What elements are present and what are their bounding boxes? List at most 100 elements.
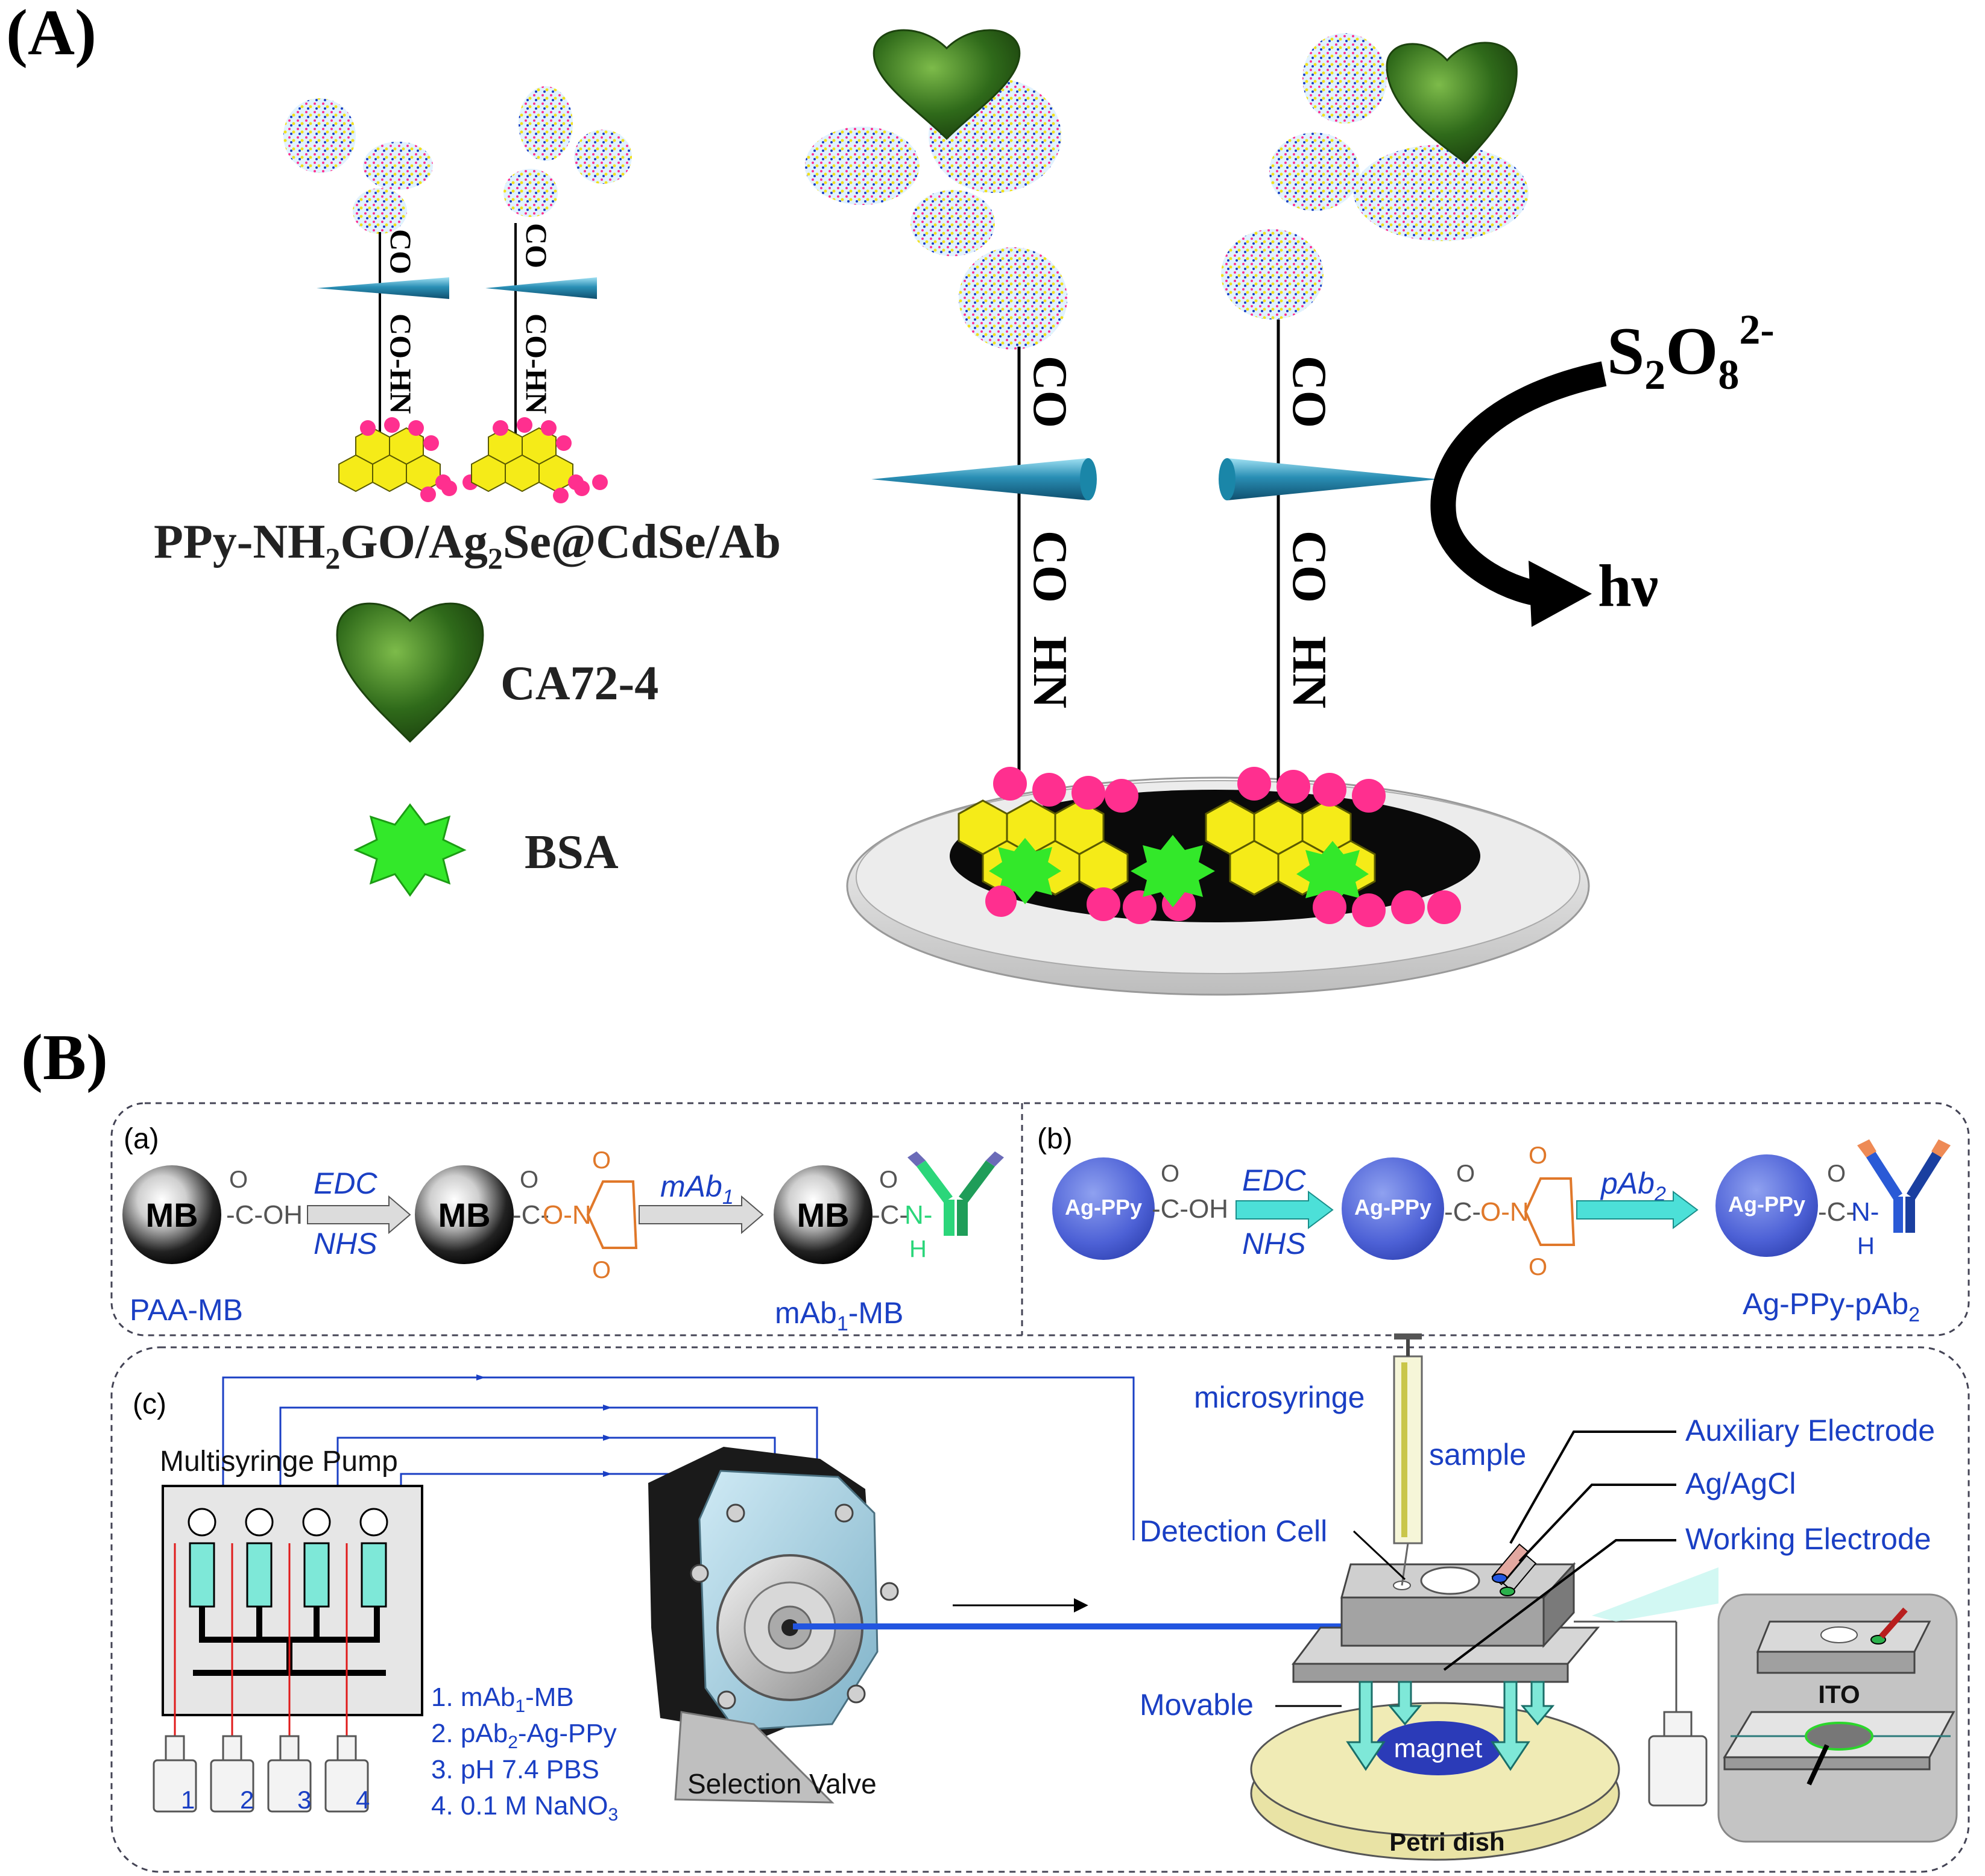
small-conjugate-left: CO CO-HN <box>283 98 478 502</box>
linker-co-large-left-2: CO <box>1023 530 1076 603</box>
valve-label: Selection Valve <box>687 1768 877 1799</box>
reference-electrode-label: Ag/AgCl <box>1685 1467 1796 1500</box>
amide-h-b: H <box>1857 1233 1875 1259</box>
subpanel-c: (c) Multisyringe Pump <box>133 1333 1958 1861</box>
ester-on-a: O-N <box>543 1200 592 1230</box>
cooh-oxo-a: O <box>229 1166 248 1193</box>
reagent-3: 3. pH 7.4 PBS <box>431 1755 599 1784</box>
qd-dots-small-left <box>360 417 478 502</box>
inset-pointer <box>1592 1567 1718 1622</box>
linker-hn-large-left: HN <box>1023 636 1076 708</box>
reagent-2: 2. pAb2-Ag-PPy <box>431 1719 617 1752</box>
amide-c-a: -C- <box>871 1200 908 1230</box>
antibody-large-right <box>1221 33 1529 319</box>
reagent-mab1-a: mAb1 <box>660 1169 734 1209</box>
amide-n-a: N- <box>904 1200 932 1230</box>
arrow-b-2 <box>1576 1191 1699 1229</box>
ppy-cone-small-left <box>317 277 449 299</box>
bsa-star-icon <box>353 803 467 897</box>
ester-oxo-a: O <box>520 1166 538 1193</box>
amide-c-b: -C- <box>1818 1197 1855 1227</box>
bottle-1-label: 1 <box>181 1786 195 1814</box>
ito-label: ITO <box>1818 1680 1860 1708</box>
ester-oxo-b: O <box>1456 1160 1475 1187</box>
go-sheet-small-right <box>471 427 573 493</box>
subpanel-c-label: (c) <box>133 1388 166 1420</box>
amide-oxo-a: O <box>879 1166 898 1193</box>
antibody-mab1-icon <box>907 1151 1004 1236</box>
magnet-arrows <box>1346 1681 1555 1771</box>
ester-c-a: -C- <box>513 1200 549 1230</box>
arrow-a-1 <box>307 1195 411 1235</box>
subpanel-b: (b) Ag-PPy -C-OH O EDC NHS Ag-PPy -C- O … <box>1037 1123 1951 1326</box>
reagent-nhs-a: NHS <box>314 1227 377 1261</box>
conjugate-label: PPy-NH2GO/Ag2Se@CdSe/Ab <box>154 515 781 575</box>
reagent-edc-a: EDC <box>314 1166 377 1200</box>
agppy-pab2-label: Ag-PPy-pAb2 <box>1743 1287 1920 1326</box>
immunocomplex-right: CO CO HN <box>1205 33 1529 927</box>
agppy-bead-1-label: Ag-PPy <box>1065 1195 1142 1220</box>
frame-ab <box>110 1102 1970 1336</box>
nhs-oxo-bottom-b: O <box>1529 1254 1547 1280</box>
qd-pentagons-right <box>1237 767 1461 927</box>
arrow-b-1 <box>1235 1191 1334 1229</box>
emission-label: hν <box>1598 552 1658 619</box>
subpanel-a-label: (a) <box>124 1123 159 1155</box>
cooh-group-b: -C-OH <box>1152 1194 1228 1224</box>
immunocomplex-left: CO CO HN <box>805 29 1196 924</box>
linker-co-large-right-2: CO <box>1283 530 1336 603</box>
agppy-bead-1 <box>1052 1157 1155 1260</box>
ppy-cone-large-left <box>871 458 1088 500</box>
antigen-heart-icon-right <box>1386 42 1518 165</box>
amide-n-b: N- <box>1851 1197 1879 1227</box>
go-sheet-small-left <box>338 427 441 493</box>
ester-c-b: -C- <box>1444 1197 1481 1227</box>
ppy-cone-large-right <box>1227 458 1438 500</box>
linker-conh-small-left: CO-HN <box>384 313 418 414</box>
detection-cell <box>1250 1543 1620 1861</box>
cooh-oxo-b: O <box>1161 1160 1179 1187</box>
panel-b-label: (B) <box>21 1022 108 1094</box>
arrow-a-2 <box>639 1195 764 1235</box>
ppy-cone-small-right <box>485 277 597 299</box>
coreactant-label: S2O82- <box>1607 307 1775 398</box>
mb-bead-3-label: MB <box>797 1196 849 1234</box>
waste-bottle <box>1574 1620 1708 1807</box>
working-electrode-label: Working Electrode <box>1685 1522 1931 1556</box>
mb-bead-2 <box>415 1165 514 1264</box>
legend-antigen-label: CA72-4 <box>500 657 658 710</box>
linker-co-large-left: CO <box>1023 356 1076 428</box>
linker-conh-small-right: CO-HN <box>520 313 554 414</box>
nhs-ring-b <box>1524 1177 1576 1246</box>
detection-cell-label: Detection Cell <box>1140 1514 1327 1548</box>
microsyringe-label: microsyringe <box>1194 1380 1365 1414</box>
syringes <box>174 1508 388 1799</box>
linker-co-small-right: CO <box>520 223 554 268</box>
agppy-bead-3-label: Ag-PPy <box>1728 1192 1805 1217</box>
agppy-bead-2 <box>1342 1157 1444 1260</box>
reagent-1: 1. mAb1-MB <box>431 1682 574 1716</box>
legend-blocker-label: BSA <box>525 826 619 879</box>
magnet-disc <box>1375 1721 1501 1775</box>
reaction-arrow <box>1430 361 1607 606</box>
paa-mb-label: PAA-MB <box>130 1293 243 1327</box>
petri-dish-label: Petri dish <box>1389 1828 1504 1856</box>
reagent-edc-b: EDC <box>1242 1163 1306 1197</box>
nhs-oxo-bottom-a: O <box>592 1257 611 1283</box>
reaction-arrow-head <box>1529 561 1592 627</box>
reagent-bottles <box>153 1735 369 1813</box>
movable-label: Movable <box>1140 1688 1254 1722</box>
linker-hn-large-right: HN <box>1283 636 1336 708</box>
bottle-4-label: 4 <box>356 1786 370 1814</box>
linker-co-large-right: CO <box>1283 356 1336 428</box>
nhs-oxo-top-a: O <box>592 1147 611 1174</box>
electrodes <box>1491 1543 1537 1596</box>
nhs-oxo-top-b: O <box>1529 1142 1547 1169</box>
antigen-heart-icon-left <box>873 29 1021 140</box>
linker-co-small-left: CO <box>384 229 418 274</box>
subpanel-a: (a) MB -C-OH O EDC NHS MB -C- O O-N O O … <box>122 1123 1004 1335</box>
frame-c <box>110 1346 1970 1873</box>
panel-b: (B) (a) MB -C-OH O EDC NHS MB -C- O O-N … <box>21 1022 1970 1873</box>
ester-on-b: O-N <box>1480 1197 1529 1227</box>
